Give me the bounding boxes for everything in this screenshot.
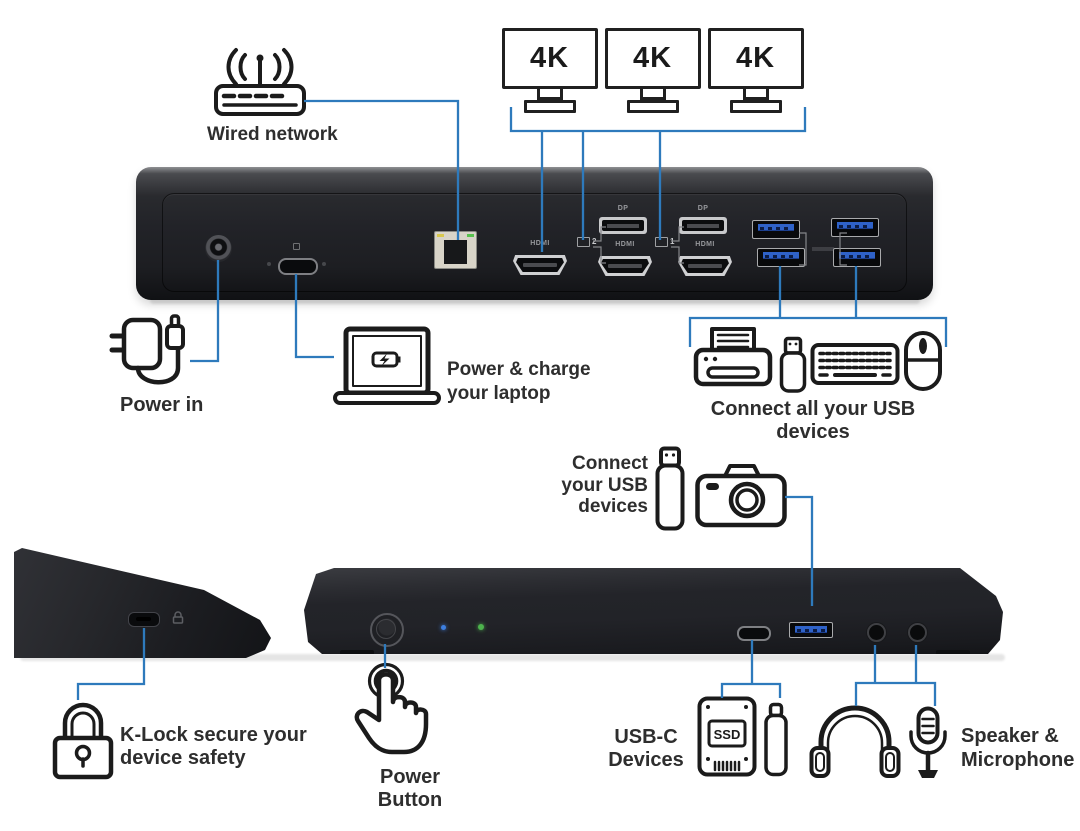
displayport-1 bbox=[679, 217, 727, 234]
monitor-stand bbox=[536, 89, 563, 100]
klock-label: K-Lock secure your device safety bbox=[120, 724, 307, 769]
power-adapter-icon bbox=[104, 312, 196, 396]
front-dock-shadow bbox=[20, 654, 1005, 661]
usbc-devices-label: USB-C Devices bbox=[608, 726, 684, 771]
usb-a-front-port bbox=[789, 622, 833, 638]
hdmi-port-3 bbox=[678, 256, 732, 276]
monitor-4k-badge: 4K bbox=[501, 28, 598, 89]
rear-panel-inset bbox=[162, 193, 907, 292]
hdmi-port-1 bbox=[513, 255, 567, 275]
monitor-4k-badge: 4K bbox=[604, 28, 701, 89]
usb-c-front-port bbox=[737, 626, 771, 641]
display-icon bbox=[577, 237, 590, 247]
hdmi-port-label: HDMI bbox=[695, 241, 715, 248]
monitor-4k-3: 4K bbox=[707, 28, 804, 113]
k-lock-slot bbox=[128, 612, 160, 627]
hdmi-port-2 bbox=[598, 256, 652, 276]
wired-network-label: Wired network bbox=[207, 124, 338, 145]
lock-marker-icon bbox=[172, 610, 184, 624]
speaker-mic-label: Speaker & Microphone bbox=[961, 725, 1075, 771]
usb-c-host-marker bbox=[293, 243, 300, 250]
laptop-icon bbox=[332, 326, 442, 414]
usb-flash-drive-icon bbox=[778, 336, 808, 394]
monitor-4k-1: 4K bbox=[501, 28, 598, 113]
monitor-stand bbox=[742, 89, 769, 100]
padlock-icon bbox=[52, 696, 114, 780]
dc-power-jack bbox=[205, 235, 232, 262]
dock-rear-view: HDMI 2 DP HDMI 1 DP HDMI bbox=[136, 167, 933, 300]
ethernet-led-amber bbox=[437, 234, 444, 237]
wifi-router-icon bbox=[210, 46, 310, 122]
connect-usb-rear-label: Connect all your USB devices bbox=[710, 398, 916, 443]
monitor-base bbox=[626, 100, 679, 113]
mouse-icon bbox=[902, 330, 944, 392]
camera-icon bbox=[695, 462, 787, 528]
power-charge-label: Power & charge your laptop bbox=[447, 359, 591, 404]
hdmi-port-label: HDMI bbox=[530, 240, 550, 247]
monitor-base bbox=[729, 100, 782, 113]
printer-icon bbox=[692, 326, 774, 396]
ssd-text: SSD bbox=[714, 727, 741, 742]
keyboard-icon bbox=[810, 338, 900, 390]
usb-c-drive-icon bbox=[761, 702, 791, 778]
headphones-icon bbox=[809, 702, 901, 782]
connect-usb-front-label: Connect your USB devices bbox=[561, 453, 648, 517]
display-2-indicator: 2 bbox=[577, 237, 596, 247]
ssd-icon: SSD bbox=[697, 696, 757, 780]
monitor-base bbox=[523, 100, 576, 113]
dock-side-view bbox=[14, 548, 271, 658]
rear-dock-shadow bbox=[150, 297, 920, 304]
dp-port-label: DP bbox=[697, 205, 709, 212]
ethernet-port bbox=[434, 231, 477, 269]
monitor-4k-2: 4K bbox=[604, 28, 701, 113]
power-button bbox=[370, 613, 404, 647]
dp-port-label: DP bbox=[617, 205, 629, 212]
ethernet-slot bbox=[444, 240, 467, 264]
dock-foot bbox=[340, 650, 374, 654]
status-led-green bbox=[478, 624, 484, 630]
usb-a-port-3 bbox=[831, 218, 879, 237]
dock-foot bbox=[936, 650, 970, 654]
headphone-jack bbox=[867, 623, 886, 642]
dock-front-view bbox=[304, 568, 1003, 654]
monitor-4k-badge: 4K bbox=[707, 28, 804, 89]
monitor-stand bbox=[639, 89, 666, 100]
power-in-label: Power in bbox=[120, 394, 204, 416]
usb-c-screw-left bbox=[267, 262, 271, 266]
displayport-2 bbox=[599, 217, 647, 234]
usb-a-port-2 bbox=[757, 248, 805, 267]
hdmi-port-label: HDMI bbox=[615, 241, 635, 248]
microphone-icon bbox=[904, 706, 952, 784]
microphone-jack bbox=[908, 623, 927, 642]
usb-a-port-4 bbox=[833, 248, 881, 267]
display-1-indicator: 1 bbox=[655, 237, 674, 247]
usb-flash-drive-icon bbox=[652, 446, 688, 532]
usb-c-host-port bbox=[278, 258, 318, 275]
press-hand-icon bbox=[342, 660, 442, 764]
usb-c-screw-right bbox=[322, 262, 326, 266]
power-button-label: Power Button bbox=[377, 766, 443, 811]
display-icon bbox=[655, 237, 668, 247]
ethernet-led-green bbox=[467, 234, 474, 237]
usb-a-port-1 bbox=[752, 220, 800, 239]
status-led-blue bbox=[441, 625, 446, 630]
